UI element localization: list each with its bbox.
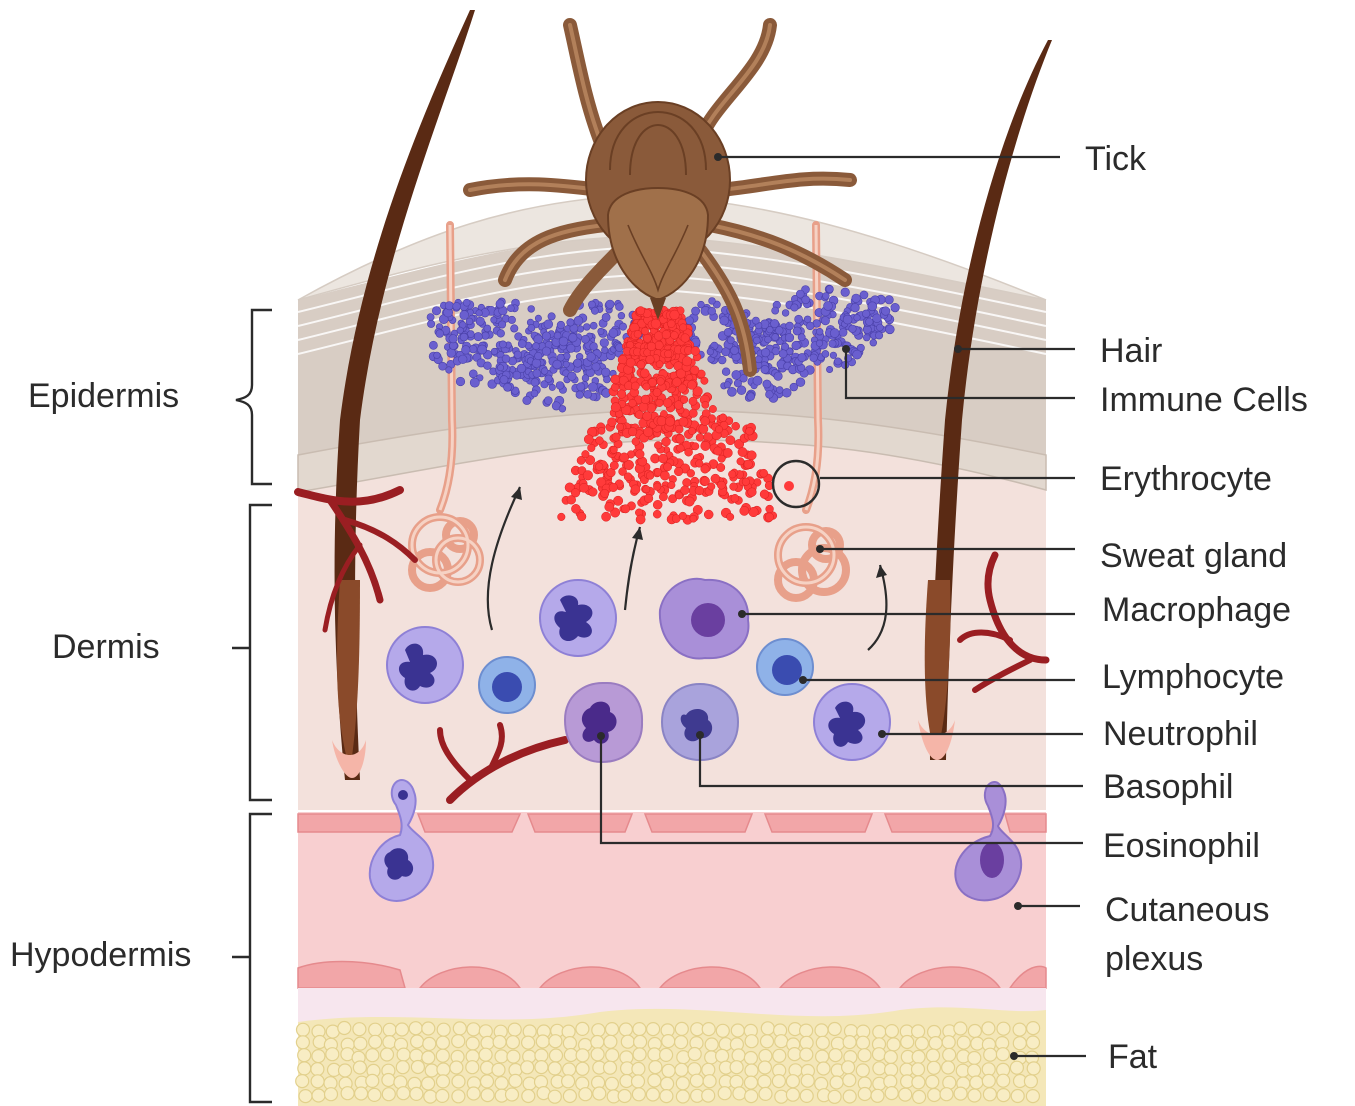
label-erythrocyte: Erythrocyte (1100, 460, 1272, 498)
neutrophil-cell-right (814, 684, 890, 760)
neutrophil-cell-left (387, 627, 463, 703)
label-eosinophil: Eosinophil (1103, 827, 1260, 865)
label-hypodermis: Hypodermis (10, 936, 191, 974)
right-labels: Tick Hair Immune Cells Erythrocyte Sweat… (1085, 140, 1308, 1076)
erythrocyte-single (784, 481, 794, 491)
label-immune-cells: Immune Cells (1100, 381, 1308, 419)
label-sweat-gland: Sweat gland (1100, 537, 1287, 575)
left-labels: Epidermis Dermis Hypodermis (10, 377, 191, 974)
lymphocyte-cell-right (757, 639, 813, 695)
label-lymphocyte: Lymphocyte (1102, 658, 1284, 696)
label-epidermis: Epidermis (28, 377, 179, 415)
lymphocyte-cell-left (479, 657, 535, 713)
label-plexus: plexus (1105, 940, 1203, 978)
neutrophil-cell-center (540, 580, 616, 656)
label-hair: Hair (1100, 332, 1162, 370)
eosinophil-cell (565, 683, 642, 762)
layer-braces (232, 310, 272, 1102)
label-cutaneous: Cutaneous (1105, 891, 1269, 929)
label-neutrophil: Neutrophil (1103, 715, 1258, 753)
label-basophil: Basophil (1103, 768, 1233, 806)
label-tick: Tick (1085, 140, 1147, 178)
macrophage-cell (660, 579, 749, 659)
label-fat: Fat (1108, 1038, 1158, 1076)
label-macrophage: Macrophage (1102, 591, 1291, 629)
label-dermis: Dermis (52, 628, 160, 666)
